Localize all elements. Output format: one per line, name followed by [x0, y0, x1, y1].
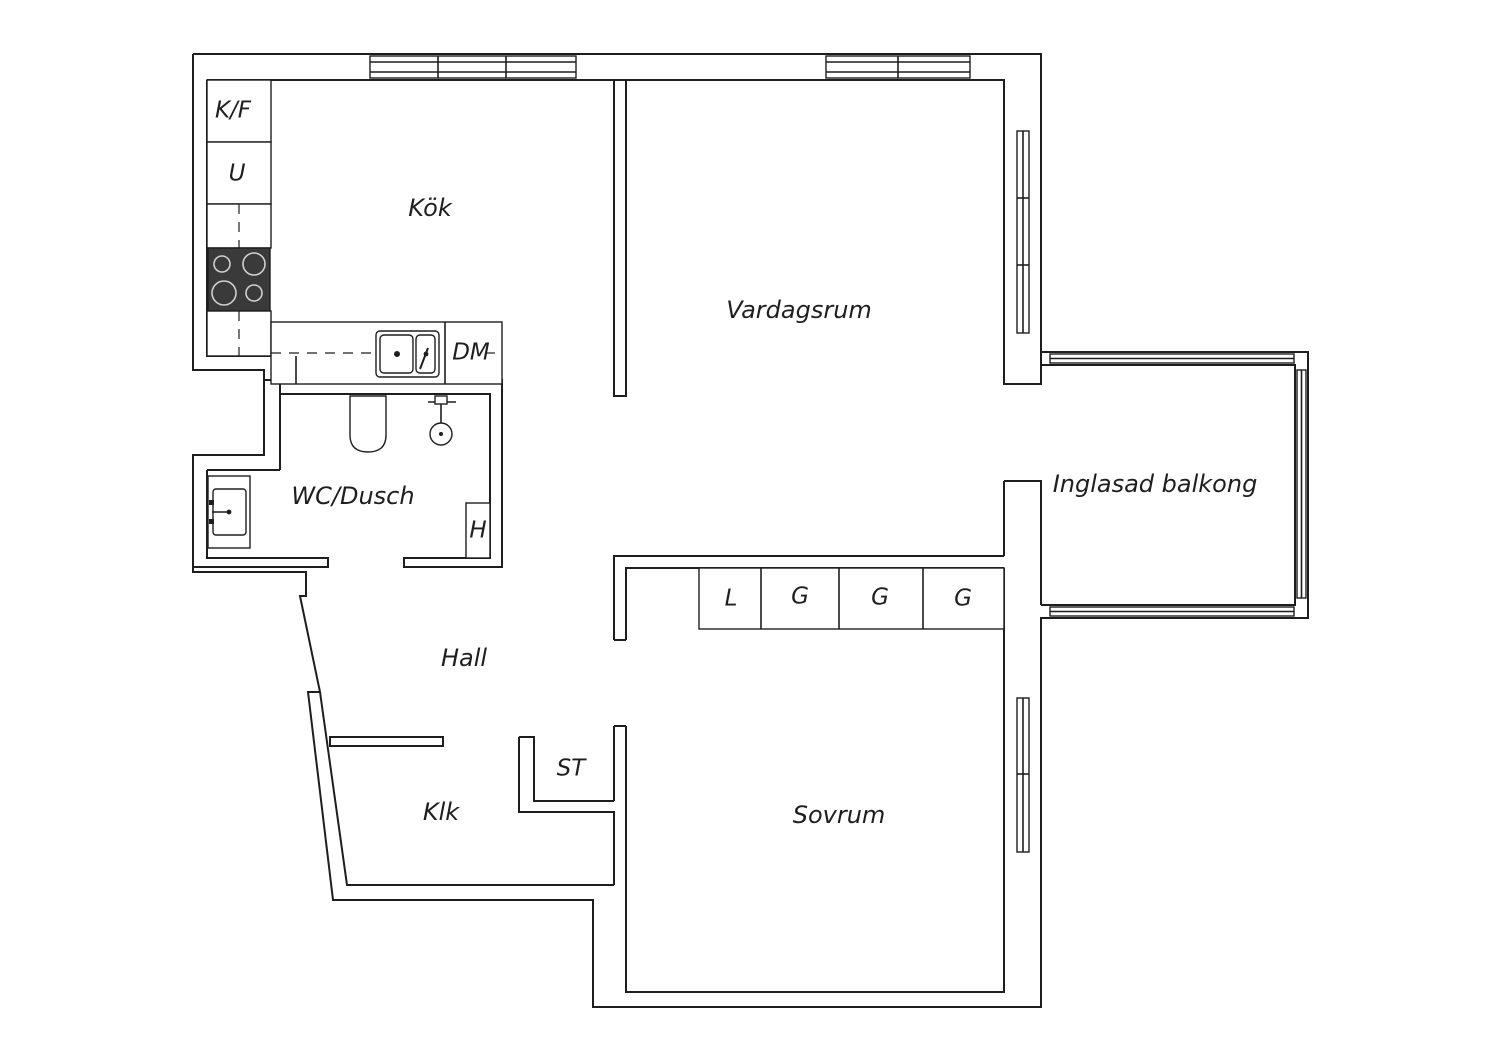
fixture-label-g1: G [791, 584, 809, 610]
fixture-label-u: U [229, 161, 246, 187]
kitchen-fixtures [206, 79, 503, 385]
wardrobes [698, 567, 1005, 630]
fixture-label-g3: G [954, 586, 972, 612]
sink-icon [375, 330, 440, 378]
fixture-label-h: H [469, 518, 486, 544]
fixture-label-st: ST [557, 756, 588, 782]
fixture-label-dm: DM [452, 340, 490, 366]
room-label-klk: Klk [423, 798, 460, 826]
fixture-label-l: L [725, 586, 738, 612]
labels: Kök Vardagsrum Inglasad balkong WC/Dusch… [215, 98, 1257, 830]
room-label-inglasad-balkong: Inglasad balkong [1053, 470, 1258, 498]
windows [369, 55, 1307, 853]
interior-walls [193, 79, 1004, 885]
oven [206, 141, 272, 205]
room-label-hall: Hall [441, 644, 487, 672]
fixture-label-g2: G [871, 585, 889, 611]
towel-heater [465, 502, 491, 559]
washbasin-icon [207, 475, 251, 549]
toilet-icon [349, 395, 387, 453]
room-label-vardagsrum: Vardagsrum [726, 296, 872, 324]
shower-icon [428, 395, 456, 446]
room-label-kok: Kök [408, 194, 453, 222]
outer-walls [192, 53, 1309, 1008]
room-label-sovrum: Sovrum [793, 801, 886, 829]
bathroom-fixtures [207, 395, 491, 559]
stove-icon [207, 247, 271, 312]
fixture-label-kf: K/F [215, 98, 252, 124]
room-label-wc-dusch: WC/Dusch [291, 482, 414, 510]
